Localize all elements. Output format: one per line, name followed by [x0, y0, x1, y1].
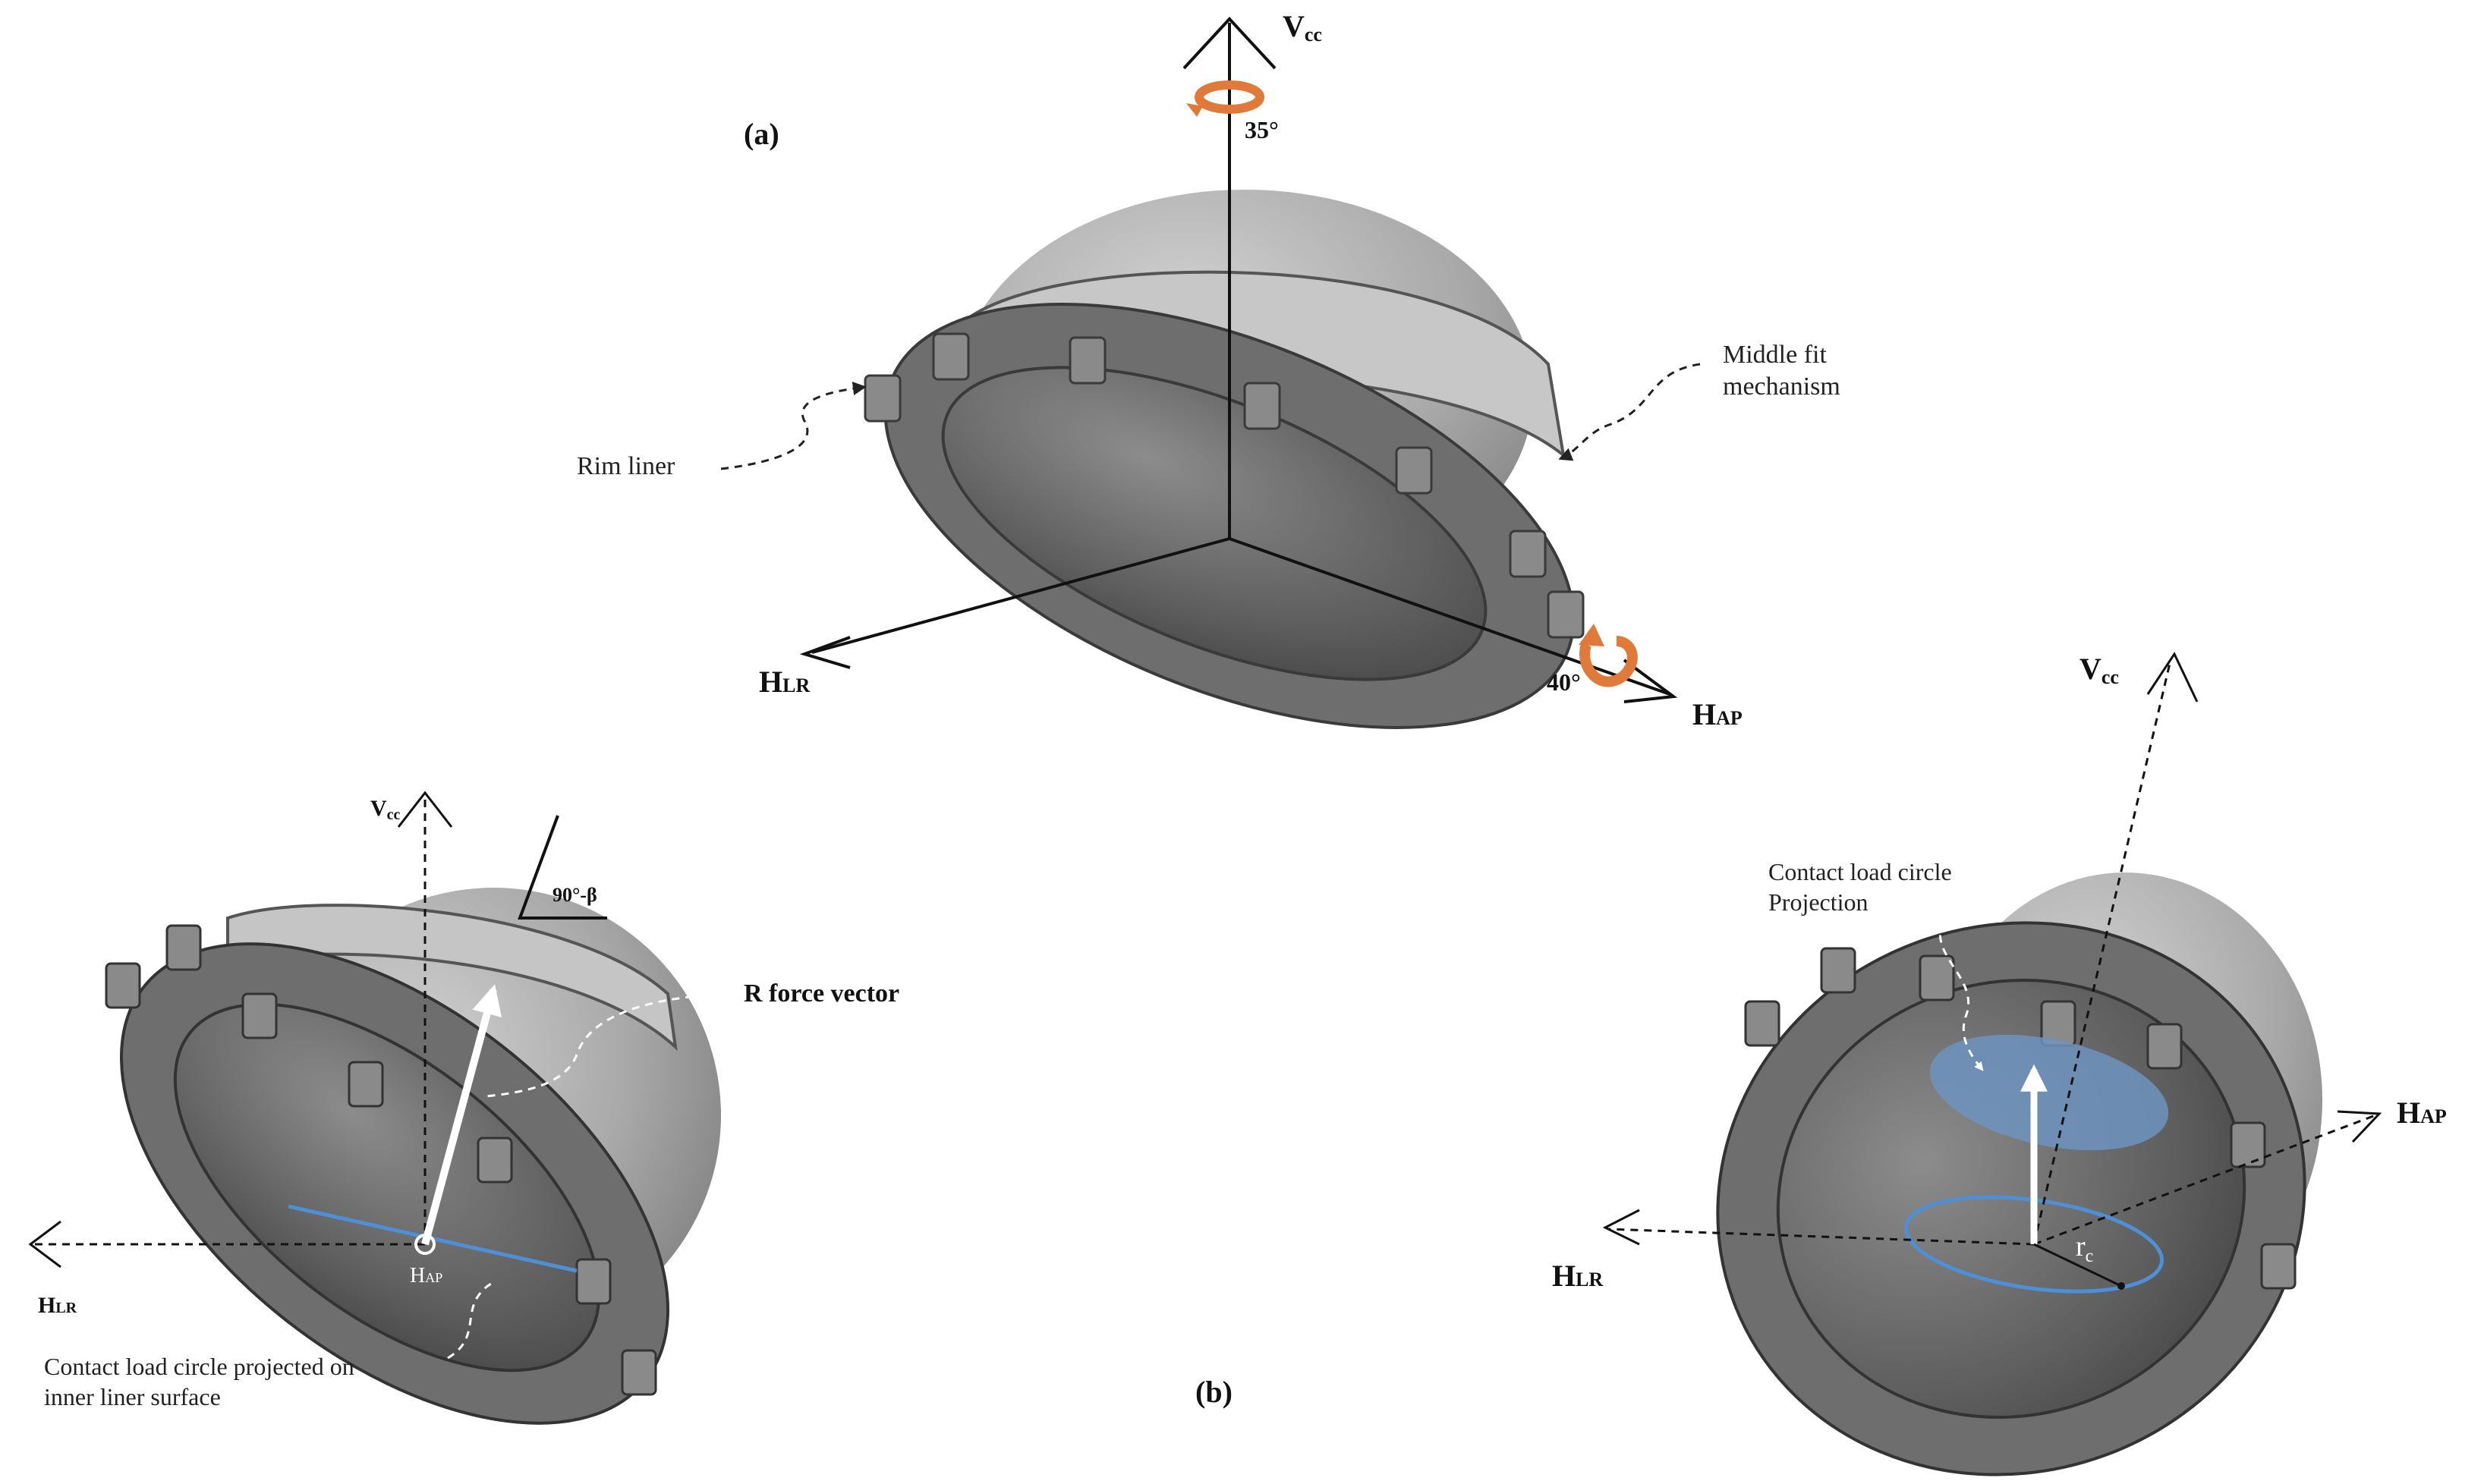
rotation-ap-icon — [1579, 624, 1638, 687]
radius-line — [2033, 1243, 2122, 1287]
liner-b-left-tabs — [105, 924, 657, 1396]
axes-b-right — [1602, 651, 2382, 1246]
rotation-vertical-icon — [1186, 80, 1264, 117]
rotation-vertical-label: 35° — [1245, 116, 1279, 143]
force-leader — [485, 992, 748, 1098]
hap-label-b-left: HAP — [410, 1264, 442, 1287]
r-force-vector-b-left — [421, 984, 502, 1246]
axes-b-left — [28, 791, 453, 1269]
middle-fit-leader — [1558, 363, 1701, 461]
rim-liner-label: Rim liner — [577, 452, 675, 480]
angle-mark — [518, 815, 607, 920]
hlr-label-a: HLR — [759, 665, 810, 699]
panel-b-label: (b) — [1195, 1375, 1233, 1409]
liner-a-rim-tabs — [864, 332, 1585, 639]
liner-b-right-tabs — [1744, 947, 2297, 1290]
hlr-label-b-left: HLR — [38, 1293, 77, 1318]
liner-b-left — [105, 888, 721, 1425]
vcc-label-a: Vcc — [1283, 9, 1322, 46]
hlr-label-b-right: HLR — [1552, 1259, 1603, 1293]
panel-a-label: (a) — [744, 117, 779, 151]
panel-b-left: HAP Vcc HLR 90°-β R force vector Contact… — [28, 791, 899, 1425]
liner-b-left-band — [226, 904, 678, 1052]
contact-label: Contact load circle projected on inner l… — [44, 1353, 360, 1410]
projection-leader — [1938, 921, 1984, 1071]
radius-end — [2117, 1282, 2125, 1290]
vcc-label-b-left: Vcc — [370, 796, 401, 823]
projection-label: Contact load circle Projection — [1768, 858, 1958, 916]
hap-label-a: HAP — [1692, 697, 1743, 731]
hap-label-b-right: HAP — [2397, 1096, 2447, 1130]
angle-label: 90°-β — [553, 884, 597, 906]
rim-liner-leader — [720, 382, 867, 470]
panel-a: (a) Vcc — [577, 9, 1840, 731]
contact-leader — [447, 1281, 494, 1360]
panel-b-right: Vcc HLR HAP rc Contact load circle Proje… — [1552, 651, 2447, 1476]
rotation-ap-label: 40° — [1547, 668, 1581, 696]
projection-area — [1929, 1034, 2169, 1151]
force-label: R force vector — [744, 979, 899, 1008]
vcc-label-b-right: Vcc — [2079, 652, 2119, 688]
radius-label: rc — [2076, 1231, 2093, 1266]
middle-fit-label: Middle fit mechanism — [1723, 341, 1840, 401]
liner-b-right — [1716, 872, 2322, 1476]
contact-circle-b-right — [1903, 1195, 2164, 1294]
